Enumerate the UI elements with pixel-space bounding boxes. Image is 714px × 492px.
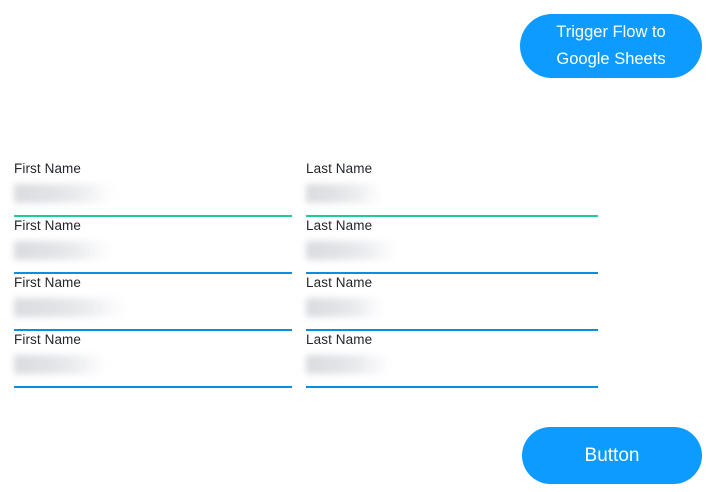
first-name-input-3[interactable] — [14, 295, 292, 331]
table-row: First Name Last Name — [0, 331, 600, 388]
submit-button-label: Button — [584, 444, 640, 466]
field-label-last-name-3: Last Name — [306, 275, 373, 290]
table-row: First Name Last Name — [0, 274, 600, 331]
last-name-value-2 — [306, 241, 396, 260]
last-name-input-2[interactable] — [306, 238, 598, 274]
first-name-underline-2 — [14, 272, 292, 274]
submit-button[interactable]: Button — [522, 427, 702, 484]
field-label-first-name-2: First Name — [14, 218, 82, 233]
trigger-flow-button-label-line-2: Google Sheets — [556, 50, 666, 68]
first-name-underline-3 — [14, 329, 292, 331]
last-name-input-4[interactable] — [306, 352, 598, 388]
field-label-last-name-2: Last Name — [306, 218, 373, 233]
last-name-input-1[interactable] — [306, 181, 598, 217]
table-row: First Name Last Name — [0, 217, 600, 274]
field-first-name-4[interactable]: First Name — [0, 331, 292, 388]
first-name-value-4 — [14, 355, 106, 374]
first-name-value-1 — [14, 184, 114, 203]
field-last-name-4[interactable]: Last Name — [306, 331, 598, 388]
table-row: First Name Last Name — [0, 160, 600, 217]
last-name-underline-1 — [306, 215, 598, 217]
last-name-underline-3 — [306, 329, 598, 331]
trigger-flow-to-google-sheets-button[interactable]: Trigger Flow to Google Sheets — [520, 14, 702, 78]
first-name-value-3 — [14, 298, 126, 317]
field-label-first-name-4: First Name — [14, 332, 82, 347]
field-label-last-name-4: Last Name — [306, 332, 373, 347]
field-first-name-3[interactable]: First Name — [0, 274, 292, 331]
first-name-input-2[interactable] — [14, 238, 292, 274]
last-name-input-3[interactable] — [306, 295, 598, 331]
first-name-underline-1 — [14, 215, 292, 217]
field-first-name-1[interactable]: First Name — [0, 160, 292, 217]
name-form: First Name Last Name First Name Last Nam… — [0, 160, 600, 388]
field-last-name-3[interactable]: Last Name — [306, 274, 598, 331]
trigger-flow-button-label-line-1: Trigger Flow to — [556, 23, 666, 41]
field-first-name-2[interactable]: First Name — [0, 217, 292, 274]
first-name-underline-4 — [14, 386, 292, 388]
field-last-name-1[interactable]: Last Name — [306, 160, 598, 217]
field-label-first-name-3: First Name — [14, 275, 82, 290]
first-name-input-4[interactable] — [14, 352, 292, 388]
last-name-value-3 — [306, 298, 384, 317]
first-name-value-2 — [14, 241, 110, 260]
field-label-last-name-1: Last Name — [306, 161, 373, 176]
field-label-first-name-1: First Name — [14, 161, 82, 176]
last-name-value-4 — [306, 355, 390, 374]
first-name-input-1[interactable] — [14, 181, 292, 217]
field-last-name-2[interactable]: Last Name — [306, 217, 598, 274]
last-name-value-1 — [306, 184, 382, 203]
last-name-underline-2 — [306, 272, 598, 274]
last-name-underline-4 — [306, 386, 598, 388]
